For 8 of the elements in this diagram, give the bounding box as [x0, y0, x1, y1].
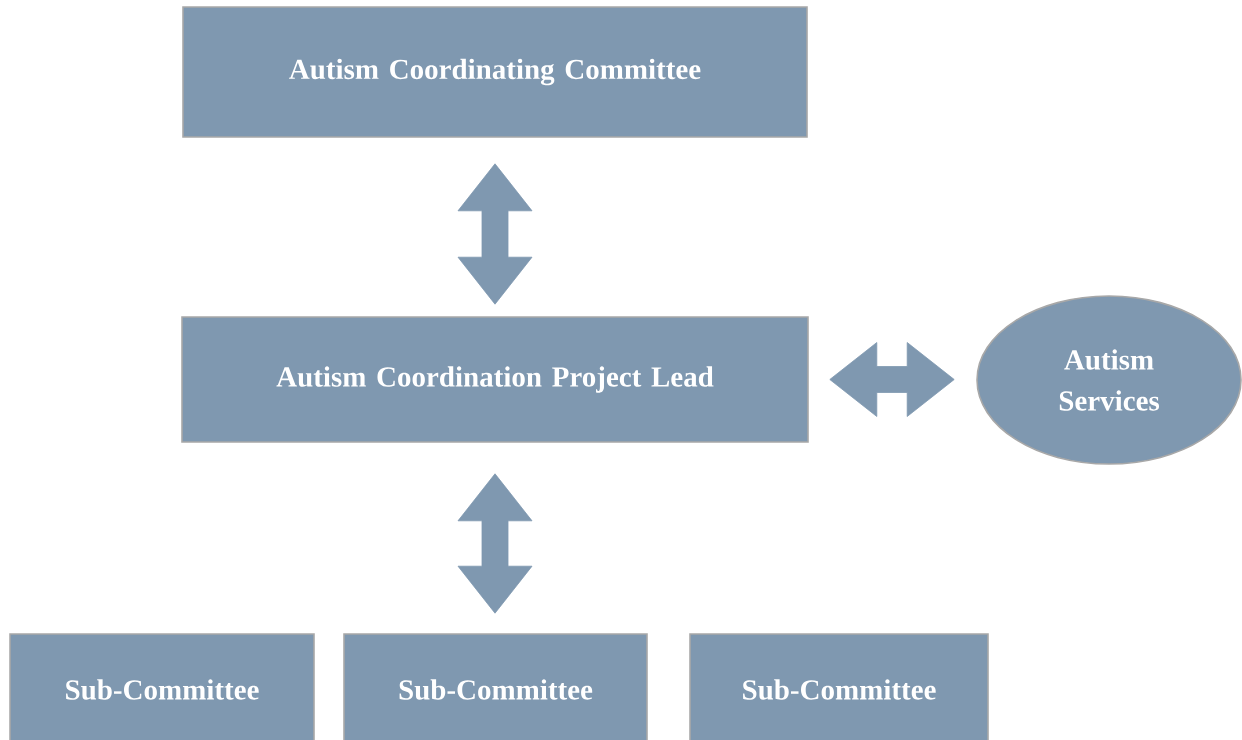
process-box: Sub-Committee — [9, 633, 315, 740]
double-arrow — [457, 163, 533, 305]
process-box: Sub-Committee — [343, 633, 648, 740]
process-box: Sub-Committee — [689, 633, 989, 740]
double-arrow — [457, 473, 533, 614]
process-box: Autism Coordination Project Lead — [181, 316, 809, 443]
double-arrow — [829, 342, 955, 417]
process-box: Autism Coordinating Committee — [182, 6, 808, 138]
